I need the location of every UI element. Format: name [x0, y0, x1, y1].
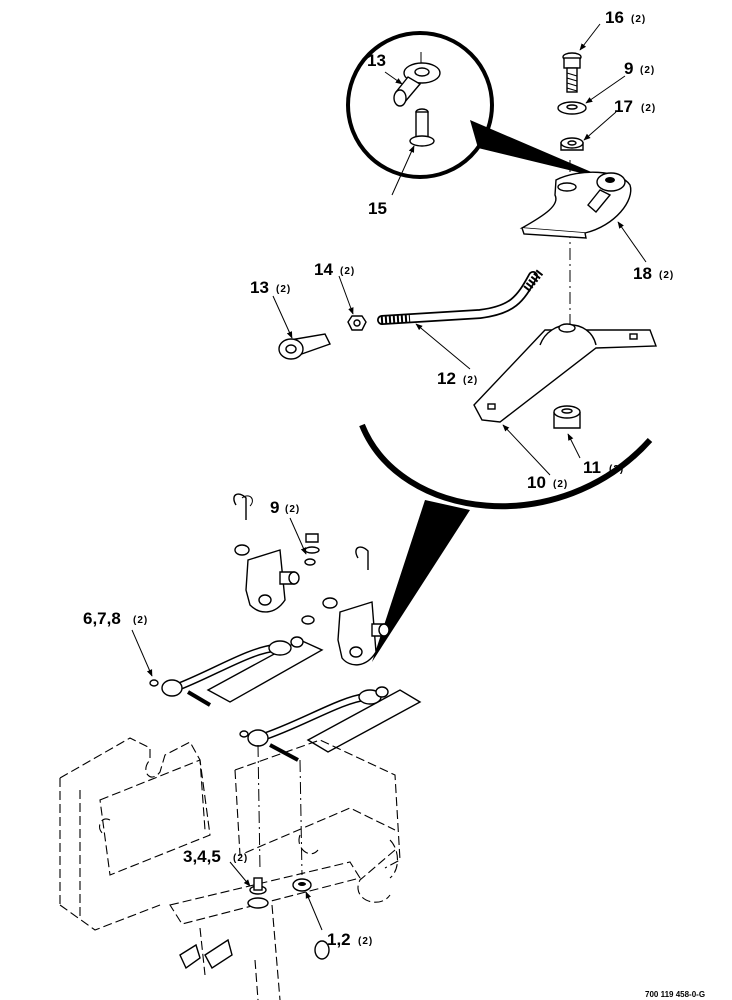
callout-6-7-8: 6,7,8	[83, 609, 121, 628]
callout-3-4-5: 3,4,5	[183, 847, 221, 866]
callout-6-7-8-qty: (2)	[133, 615, 148, 626]
callout-9-lower-qty: (2)	[285, 504, 300, 515]
callout-9-upper-qty: (2)	[640, 65, 655, 76]
callout-1-2: 1,2	[327, 930, 351, 949]
magnifier-callout	[359, 423, 653, 662]
callout-3-4-5-qty: (2)	[233, 853, 248, 864]
detail-circle	[346, 31, 610, 180]
callout-9-upper: 9	[624, 59, 633, 78]
callout-10: 10	[527, 473, 546, 492]
callout-12-qty: (2)	[463, 375, 478, 386]
callout-18: 18	[633, 264, 652, 283]
linkage-rod	[278, 269, 544, 360]
callout-13-rod-end-qty: (2)	[276, 284, 291, 295]
callout-labels: 13 15 16 (2) 9 (2) 17 (2) 18 (2) 13 (2) …	[83, 8, 705, 999]
callout-11: 11	[583, 458, 601, 477]
callout-14: 14	[314, 260, 333, 279]
callout-16: 16	[605, 8, 624, 27]
callout-16-qty: (2)	[631, 14, 646, 25]
callout-11-qty: (2)	[609, 464, 624, 475]
callout-9-lower: 9	[270, 498, 279, 517]
drawing-number: 700 119 458-0-G	[645, 990, 705, 999]
callout-18-qty: (2)	[659, 270, 674, 281]
callout-15: 15	[368, 199, 387, 218]
callout-17-qty: (2)	[641, 103, 656, 114]
callout-10-qty: (2)	[553, 479, 568, 490]
bushing-detail	[409, 108, 435, 147]
lower-assembly	[59, 493, 422, 1000]
callout-13: 13	[367, 51, 386, 70]
callout-14-qty: (2)	[340, 266, 355, 277]
upper-exploded-parts	[519, 52, 632, 340]
callout-13-rod-end: 13	[250, 278, 269, 297]
callout-1-2-qty: (2)	[358, 936, 373, 947]
base-plate	[473, 323, 657, 429]
callout-17: 17	[614, 97, 633, 116]
leader-lines	[131, 23, 647, 931]
rod-end-detail	[393, 52, 441, 107]
callout-12: 12	[437, 369, 456, 388]
